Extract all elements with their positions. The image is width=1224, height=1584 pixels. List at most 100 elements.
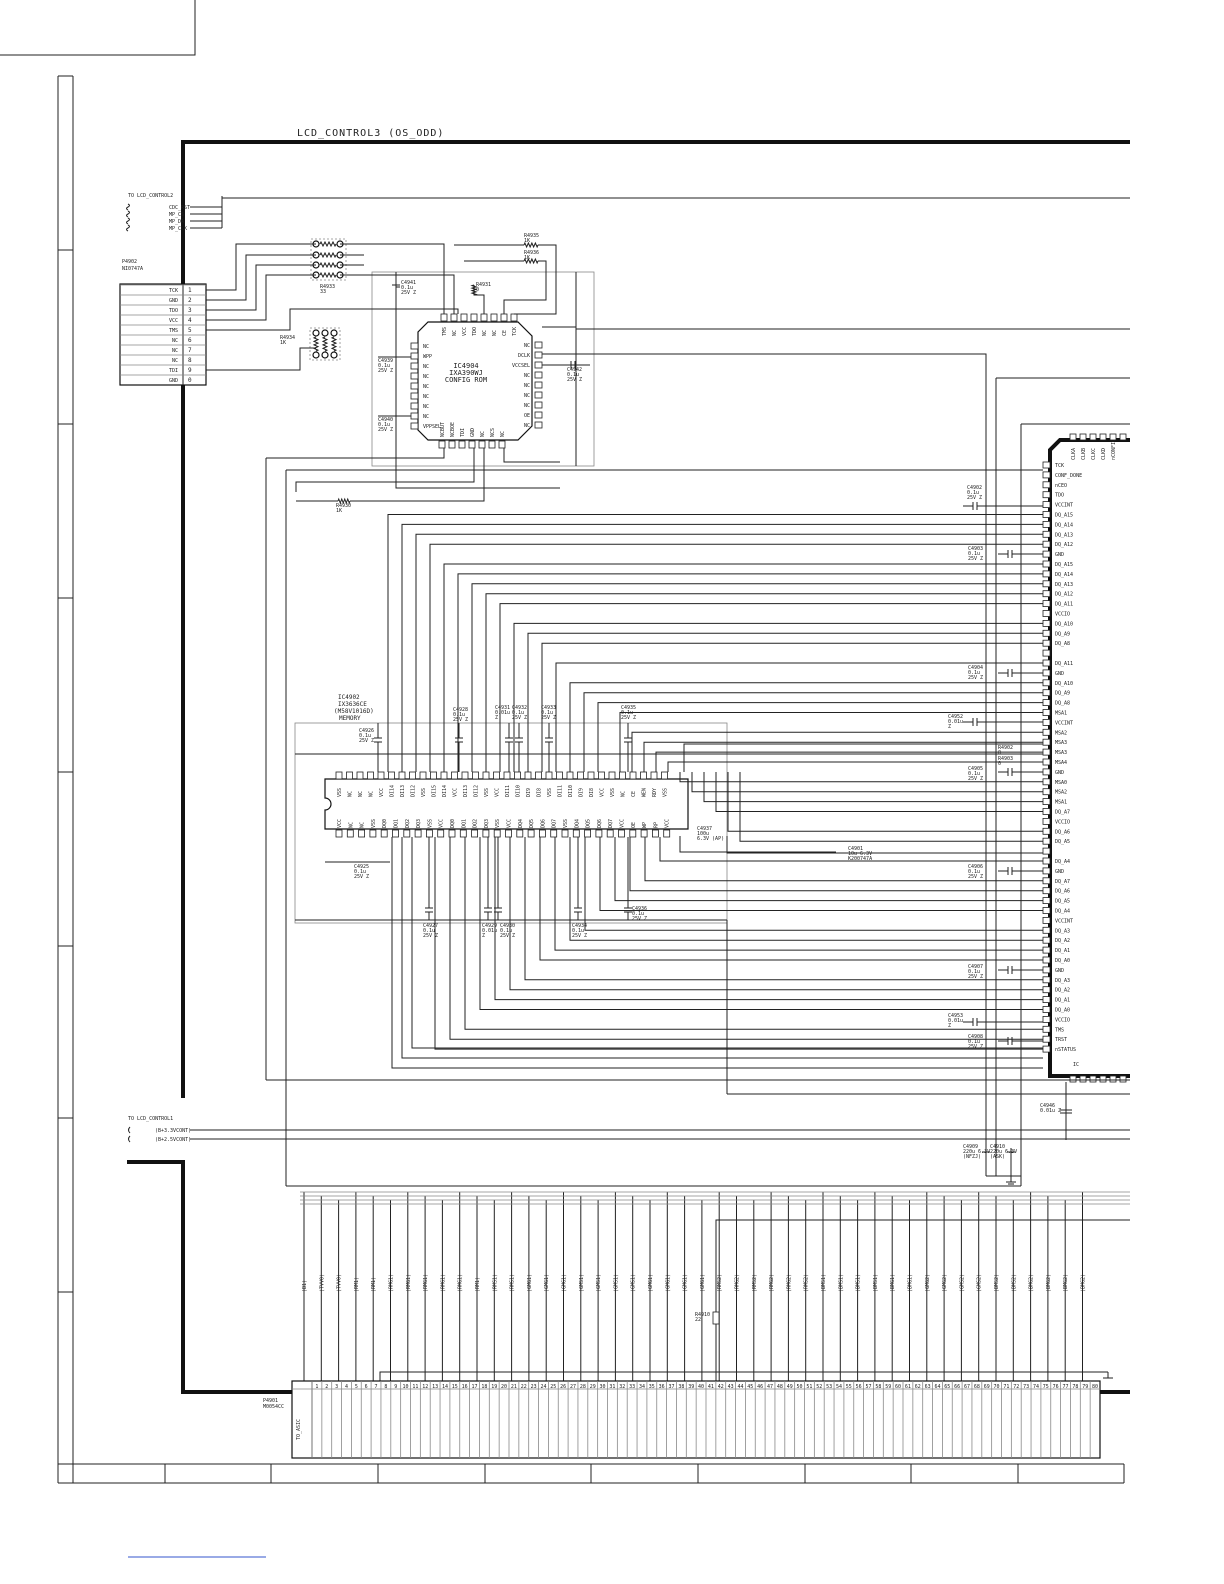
p4901-pin-number: 24 — [540, 1384, 546, 1390]
fpga-pin-name: DQ_A15 — [1055, 513, 1073, 519]
component-value: 0.1u — [359, 733, 371, 739]
ic4902-bottom-pin-name: RP — [653, 822, 659, 828]
p4901-pin-number: 25 — [550, 1384, 556, 1390]
fpga-pin — [1042, 897, 1051, 904]
bus-net-label: (GMG1) — [527, 1274, 533, 1292]
ic4904-right-pin-name: NC — [524, 403, 530, 409]
component-ref: C4925 — [354, 864, 369, 870]
fpga-pin — [1042, 1045, 1051, 1053]
ic4902-pin — [572, 829, 580, 838]
component-rating: 25V Z — [423, 933, 438, 939]
fpga-pin-name: DQ_A12 — [1055, 592, 1073, 598]
fpga-pin — [1042, 827, 1051, 835]
fpga-pin-name: DQ_A0 — [1055, 958, 1070, 964]
ic4904-bottom-pin-name: NCS — [490, 428, 496, 437]
p4902-pin-number: 7 — [188, 347, 192, 354]
p4901-pin-number: 29 — [590, 1384, 596, 1390]
ic4904-pin — [450, 313, 458, 322]
bus-wire — [443, 563, 1043, 772]
p4901-pin-number: 77 — [1063, 1384, 1069, 1390]
fpga-pin — [1042, 986, 1051, 994]
component-ref: R4936 — [524, 250, 539, 256]
component-rating: 25V Z — [621, 715, 636, 721]
bus-net-label: (RMS1) — [492, 1274, 498, 1292]
component-ref: C4941 — [401, 280, 416, 286]
p4901-pin-number: 26 — [560, 1384, 566, 1390]
ic4904-group-outline — [371, 271, 595, 467]
fpga-pin — [1042, 867, 1051, 875]
fpga: IC TCKCONF_DONEnCEOTDOVCCINTDQ_A15DQ_A14… — [1042, 433, 1130, 1083]
p4901-pin-number: 48 — [777, 1384, 783, 1390]
component-rating: 6.3V (AP) — [697, 836, 724, 842]
p4901-pin-number: 16 — [462, 1384, 468, 1390]
component-ref: C4905 — [968, 766, 983, 772]
component-rating: 25V Z — [354, 874, 369, 880]
p4901-pin-number: 7 — [375, 1384, 378, 1390]
bus-wire — [703, 772, 1043, 803]
ic4902-bottom-pin-name: DQ1 — [394, 819, 400, 828]
wire — [364, 274, 455, 314]
bus-net-label: (RMG1) — [423, 1274, 429, 1292]
ic4904-pin — [534, 361, 543, 369]
ic4904-bottom-pin-name: NCBUT — [440, 422, 446, 437]
ic4904-pin — [410, 422, 419, 430]
bus-net-label: (RM1) — [371, 1277, 377, 1292]
component-rating: Z — [948, 1023, 951, 1029]
ic4902-pin — [388, 771, 395, 780]
off-sheet-arrow — [126, 203, 130, 211]
resistor — [712, 1311, 720, 1325]
p4901-pin-number: 55 — [846, 1384, 852, 1390]
bus-wire — [479, 837, 1043, 1010]
bus-wire — [391, 837, 1043, 1069]
ic4904-desc: CONFIG ROM — [445, 376, 487, 384]
fpga-pin — [1042, 481, 1051, 489]
fpga-top-pin-name: CLKA — [1071, 448, 1077, 460]
fpga-pin — [1109, 433, 1117, 441]
p4901-pin-number: 69 — [984, 1384, 990, 1390]
p4901-pin-number: 17 — [472, 1384, 478, 1390]
fpga-pin-name: VCCIO — [1055, 819, 1070, 825]
fpga-pin — [1042, 560, 1051, 568]
component-value: 220u 6.3V — [963, 1149, 990, 1155]
bus-net-label: (GMS1) — [596, 1274, 602, 1292]
bus-net-label: (GMG1) — [648, 1274, 654, 1292]
ic4902-bottom-pin-name: VCC — [439, 819, 445, 828]
p4901-pin-number: 42 — [718, 1384, 724, 1390]
p4901-pin-number: 59 — [885, 1384, 891, 1390]
ic4904-pin — [458, 440, 466, 449]
fpga-pin — [1042, 956, 1051, 964]
ic4902-top-pin-name: DI10 — [516, 785, 522, 797]
wire — [266, 448, 445, 459]
component-ref: R4933 — [320, 284, 335, 290]
fpga-pin-name: DQ_A9 — [1055, 631, 1070, 637]
fpga-pin-name: nCEO — [1055, 483, 1067, 489]
ic4902-pin — [448, 829, 456, 838]
bus-net-label: (BMS1) — [856, 1274, 862, 1292]
ic4904-pin — [534, 351, 543, 359]
component-ref: C4953 — [948, 1013, 963, 1019]
ic4904-right-pin-name: VCCSEL — [512, 363, 530, 369]
component-ref: C4908 — [968, 1034, 983, 1040]
fpga-pin — [1042, 738, 1051, 746]
ic4902-bottom-pin-name: DQ3 — [416, 819, 422, 828]
component-ref: R4931 — [476, 282, 491, 288]
bus-net-label: (BMS1) — [873, 1274, 879, 1292]
component-value: 220u 6.3V — [990, 1149, 1017, 1155]
p4901-pin-number: 8 — [384, 1384, 387, 1390]
ic4902-ref: IC4902 — [338, 694, 360, 701]
fpga-top-pin-name: CLKC — [1091, 448, 1097, 460]
component-value: 22 — [695, 1317, 701, 1323]
ic4902-bottom-pin-name: VCC — [665, 819, 671, 828]
ic4904-top-pin-name: NC — [452, 330, 458, 336]
ic4902-bottom-pin-name: VSS — [495, 819, 501, 828]
fpga-pin — [1042, 857, 1051, 865]
ic4902-bottom-pin-name: NC — [360, 822, 366, 828]
ic4902-pin — [451, 771, 458, 780]
ic4904-left-pin-name: NC — [423, 404, 429, 410]
ic4902-pin — [505, 829, 512, 838]
fpga-pin — [1079, 1075, 1087, 1083]
off-sheet-arrow — [128, 1135, 131, 1143]
